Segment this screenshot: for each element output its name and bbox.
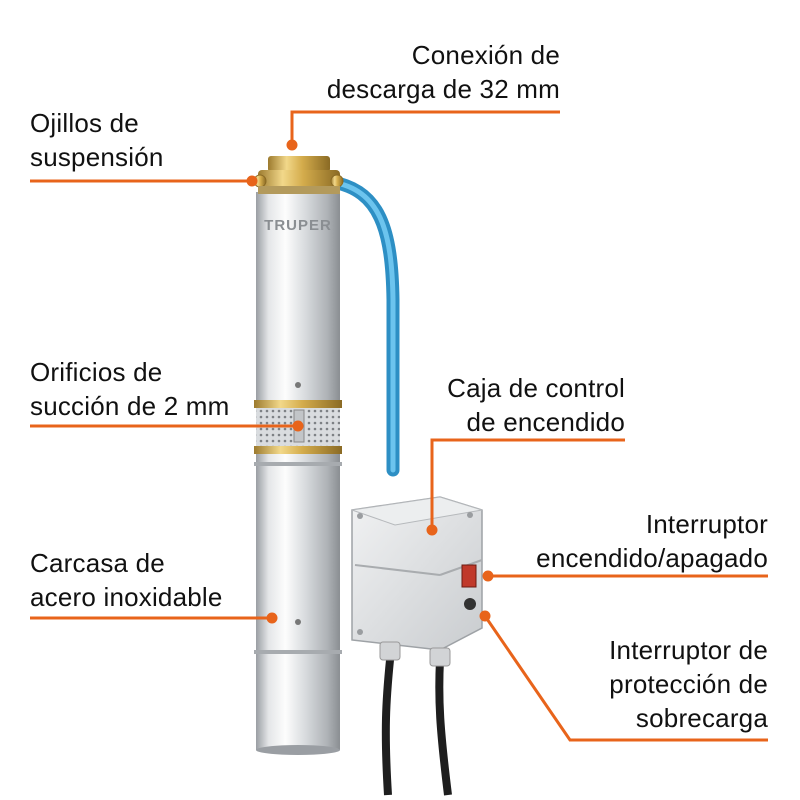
callout-eyelets-line-1: Ojillos de	[30, 108, 139, 138]
callout-overload-line-1: Interruptor de	[609, 635, 768, 665]
control-box	[351, 496, 483, 667]
callout-overload-line-3: sobrecarga	[635, 703, 768, 733]
callout-switch-line-2: encendido/apagado	[536, 543, 768, 573]
callout-discharge-line-1: Conexión de	[411, 40, 560, 70]
callout-eyelets-line-2: suspensión	[30, 142, 164, 172]
callout-casing-line-2: acero inoxidable	[30, 582, 223, 612]
callout-casing: Carcasa de acero inoxidable	[30, 546, 223, 614]
callout-discharge: Conexión de descarga de 32 mm	[327, 38, 560, 106]
brass-fitting	[268, 156, 330, 172]
callout-lines	[30, 110, 768, 742]
callout-discharge-line-2: descarga de 32 mm	[326, 74, 560, 104]
callout-casing-line-1: Carcasa de	[30, 548, 165, 578]
callout-eyelets: Ojillos de suspensión	[30, 106, 164, 174]
overload-button	[464, 598, 476, 610]
callout-holes-line-1: Orificios de	[30, 357, 163, 387]
pump-body-lower	[256, 454, 340, 750]
callout-holes: Orificios de succión de 2 mm	[30, 355, 230, 423]
callout-overload: Interruptor de protección de sobrecarga	[609, 633, 768, 735]
pump-body-upper	[256, 192, 340, 404]
pump-cable	[435, 659, 452, 796]
callout-overload-line-2: protección de	[609, 669, 768, 699]
brand-logo: TRUPER	[264, 217, 332, 234]
power-switch	[461, 564, 477, 588]
power-cable	[381, 659, 394, 796]
callout-switch-line-1: Interruptor	[645, 509, 768, 539]
callout-control-box: Caja de control de encendido	[447, 371, 625, 439]
callout-control-box-line-2: de encendido	[466, 407, 625, 437]
callout-holes-line-2: succión de 2 mm	[30, 391, 230, 421]
callout-control-box-line-1: Caja de control	[447, 373, 625, 403]
callout-switch: Interruptor encendido/apagado	[536, 507, 768, 575]
